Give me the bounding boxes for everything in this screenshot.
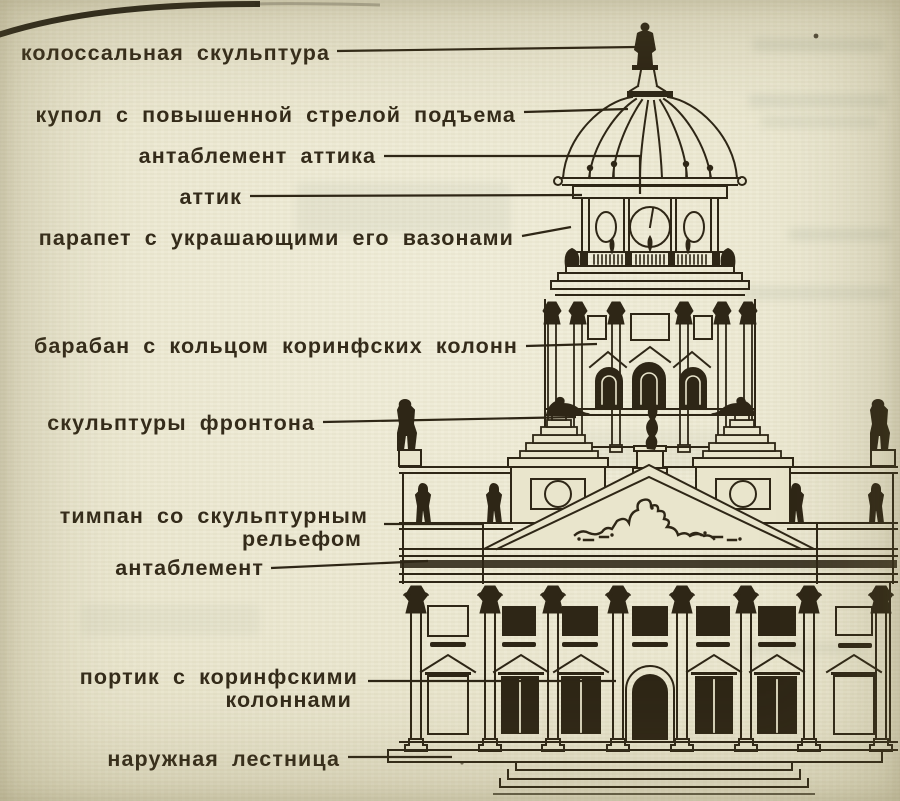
labels: колоссальная скульптура купол с повышенн… xyxy=(21,41,518,771)
portico-columns xyxy=(403,582,894,752)
main-entablature xyxy=(399,548,898,583)
label-tympanum-line1: тимпан со скульптурным xyxy=(60,504,368,528)
label-pediment-sculptures: скульптуры фронтона xyxy=(47,411,315,435)
leader-colossal-sculpture xyxy=(336,45,638,53)
label-parapet: парапет с украшающими его вазонами xyxy=(39,226,514,250)
label-portico-line1: портик с коринфскими xyxy=(80,665,358,689)
label-outer-stairs: наружная лестница xyxy=(107,747,340,771)
ink-speck xyxy=(813,33,819,39)
colossal-sculpture-figure xyxy=(627,22,673,97)
leader-parapet xyxy=(521,225,572,238)
base-and-stairs xyxy=(387,741,898,795)
drum-entablature xyxy=(550,265,750,296)
leader-drum xyxy=(525,342,598,348)
tympanum-relief xyxy=(573,498,742,542)
parapet-balustrade xyxy=(564,236,736,267)
page-edge-curve-fade xyxy=(254,2,381,7)
leader-lines xyxy=(249,45,642,759)
label-portico-line2: колоннами xyxy=(225,688,352,712)
lower-windows xyxy=(420,654,882,741)
label-entablature: антаблемент xyxy=(115,556,264,580)
page-edge-curve xyxy=(0,1,261,38)
label-attic: аттик xyxy=(180,185,243,209)
ink-speck xyxy=(460,761,464,765)
label-attic-entablature: антаблемент аттика xyxy=(139,144,376,168)
scan-artifacts xyxy=(0,1,819,765)
label-tympanum-line2: рельефом xyxy=(242,527,362,551)
label-drum: барабан с кольцом коринфских колонн xyxy=(34,334,518,358)
upper-windows xyxy=(427,605,873,648)
leader-attic xyxy=(249,193,583,198)
entrance-arch xyxy=(625,665,675,741)
label-dome: купол с повышенной стрелой подъема xyxy=(35,103,516,127)
leader-entablature xyxy=(270,559,429,570)
leader-dome xyxy=(523,107,629,114)
building-drawing xyxy=(387,22,898,795)
attic-storey xyxy=(572,185,728,253)
leader-attic-entablature xyxy=(384,154,642,194)
label-colossal-sculpture: колоссальная скульптура xyxy=(21,41,330,65)
leader-pediment-sculptures xyxy=(322,415,577,424)
